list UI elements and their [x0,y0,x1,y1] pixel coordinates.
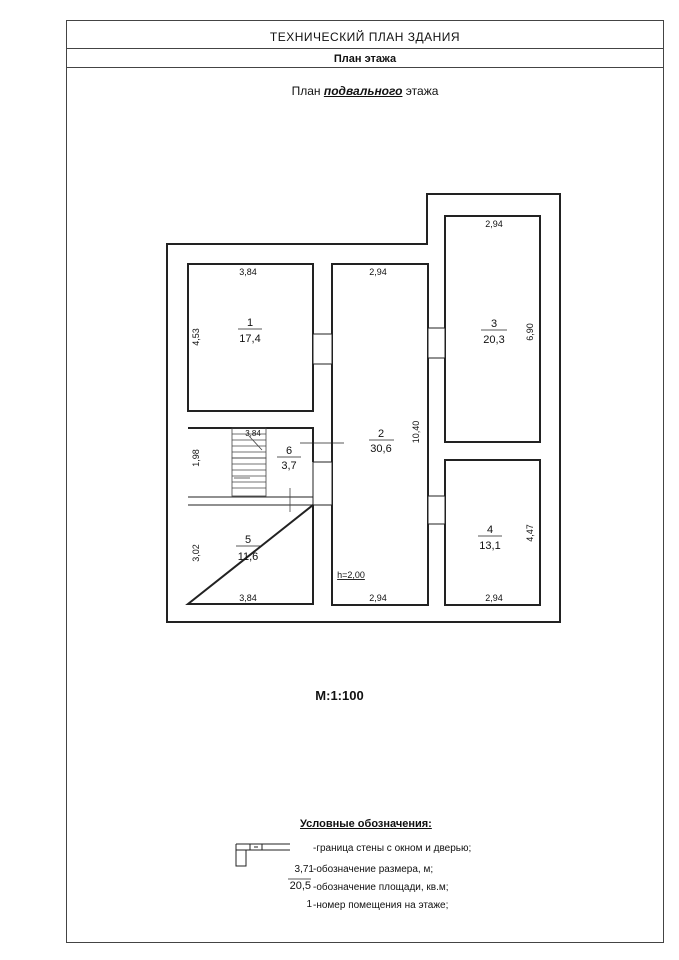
plan-caption-suffix: этажа [405,84,439,98]
scale-label: М:1:100 [315,688,364,703]
room-2-outline [331,263,429,606]
sheet-frame [66,20,664,943]
room-5-height: 3,02 [191,544,201,562]
room-4-outline [444,459,541,606]
legend-item-wall: -граница стены с окном и дверью; [313,843,472,854]
legend-item-size: -обозначение размера, м; [313,864,434,875]
room-2-number: 2 [378,428,384,440]
room-4-area: 13,1 [479,540,500,552]
legend-area-symbol: 20,5 [289,880,311,892]
room-2-bottom: 2,94 [369,593,387,603]
room-4-height: 4,47 [525,524,535,542]
room-3-width: 2,94 [485,219,503,229]
header-divider [66,48,664,49]
room-3-area: 20,3 [483,334,504,346]
room-2-area: 30,6 [370,443,391,455]
subtitle-divider [66,67,664,68]
stairs [231,427,291,512]
legend-item-area: -обозначение площади, кв.м; [313,882,449,893]
room-6-height: 1,98 [191,449,201,467]
legend-title: Условные обозначения: [300,818,432,830]
room-6-width: 3,84 [245,429,261,438]
door-2-4 [427,495,446,525]
room-2-note: h=2,00 [337,570,365,580]
room-6-area: 3,7 [281,460,296,472]
room-1-width: 3,84 [239,267,257,277]
legend-wall-symbol [235,843,290,867]
plan-caption-emph: подвального [323,84,403,98]
room-4-width: 2,94 [485,593,503,603]
door-6-2 [312,461,333,506]
room-5-area: 11,6 [238,551,259,563]
outer-wall [166,193,561,623]
legend-size-symbol: 3,71 [294,864,314,875]
room-2-height: 10,40 [411,421,421,444]
room-5-width: 3,84 [239,593,257,603]
plan-caption-prefix: План [291,84,321,98]
room-5-6-outline [185,427,314,605]
room-3-height: 6,90 [525,323,535,341]
sheet-title: ТЕХНИЧЕСКИЙ ПЛАН ЗДАНИЯ [269,30,461,44]
room-1-number: 1 [247,317,253,329]
room-1-height: 4,53 [191,328,201,346]
sheet-subtitle: План этажа [333,53,397,65]
room-4-number: 4 [487,524,493,536]
plan-caption: План подвального этажа [66,84,664,98]
room-2-width: 2,94 [369,267,387,277]
door-2-3 [427,327,446,359]
room-1-area: 17,4 [239,333,260,345]
legend-number-symbol: 1 [306,899,312,910]
room-5-number: 5 [245,534,251,546]
door-1-2 [312,333,333,365]
legend-item-number: -номер помещения на этаже; [313,900,449,911]
room-3-number: 3 [491,318,497,330]
room-6-number: 6 [286,445,292,457]
